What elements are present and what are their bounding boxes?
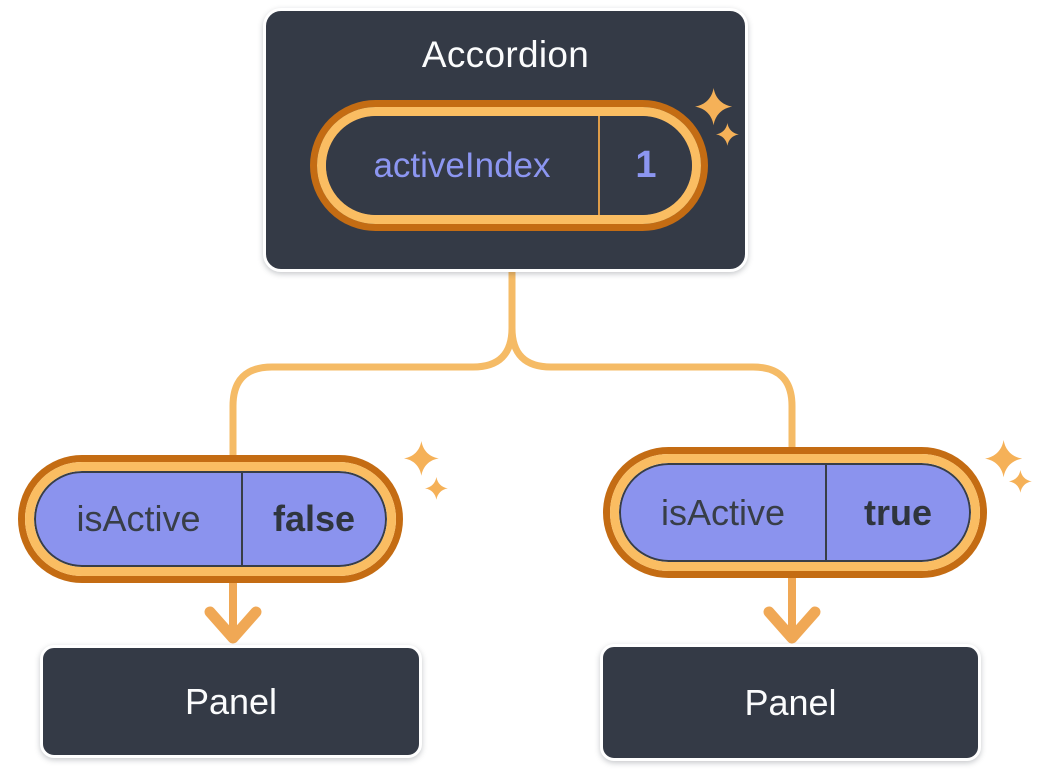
- component-title: Accordion: [421, 34, 590, 75]
- pill-core: activeIndex 1: [326, 116, 692, 215]
- sparkle-icon: [985, 440, 1023, 478]
- prop-name-label: isActive: [660, 491, 786, 533]
- panel-component-box-left: Panel: [40, 645, 422, 758]
- branch-line-left: [229, 272, 516, 457]
- pill-light-ring: isActive false: [25, 462, 396, 576]
- branch-line-right: [508, 272, 796, 449]
- pill-divider: [241, 473, 243, 565]
- sparkle-icon: [425, 477, 448, 500]
- panel-title: Panel: [184, 680, 278, 722]
- arrow-head-down-icon: [763, 606, 821, 644]
- sparkle-icon: [1009, 470, 1032, 493]
- prop-name-label: isActive: [76, 498, 201, 539]
- pill-core: isActive true: [619, 463, 971, 562]
- panel-title: Panel: [744, 681, 837, 723]
- pill-divider: [825, 465, 827, 560]
- arrow-head-down-icon: [204, 606, 262, 644]
- prop-pill-isactive-right: isActive true: [603, 447, 987, 578]
- state-name-label: activeIndex: [373, 145, 551, 185]
- state-value: 1: [635, 144, 657, 186]
- sparkle-icon: [404, 441, 439, 476]
- pill-core: isActive false: [34, 471, 387, 567]
- pill-light-ring: isActive true: [610, 454, 980, 571]
- prop-value: false: [272, 498, 356, 539]
- state-pill-activeindex: activeIndex 1: [310, 100, 708, 231]
- panel-component-box-right: Panel: [600, 644, 981, 761]
- prop-pill-isactive-left: isActive false: [18, 455, 403, 583]
- pill-divider: [598, 116, 600, 215]
- prop-value: true: [863, 491, 932, 533]
- pill-light-ring: activeIndex 1: [317, 107, 701, 224]
